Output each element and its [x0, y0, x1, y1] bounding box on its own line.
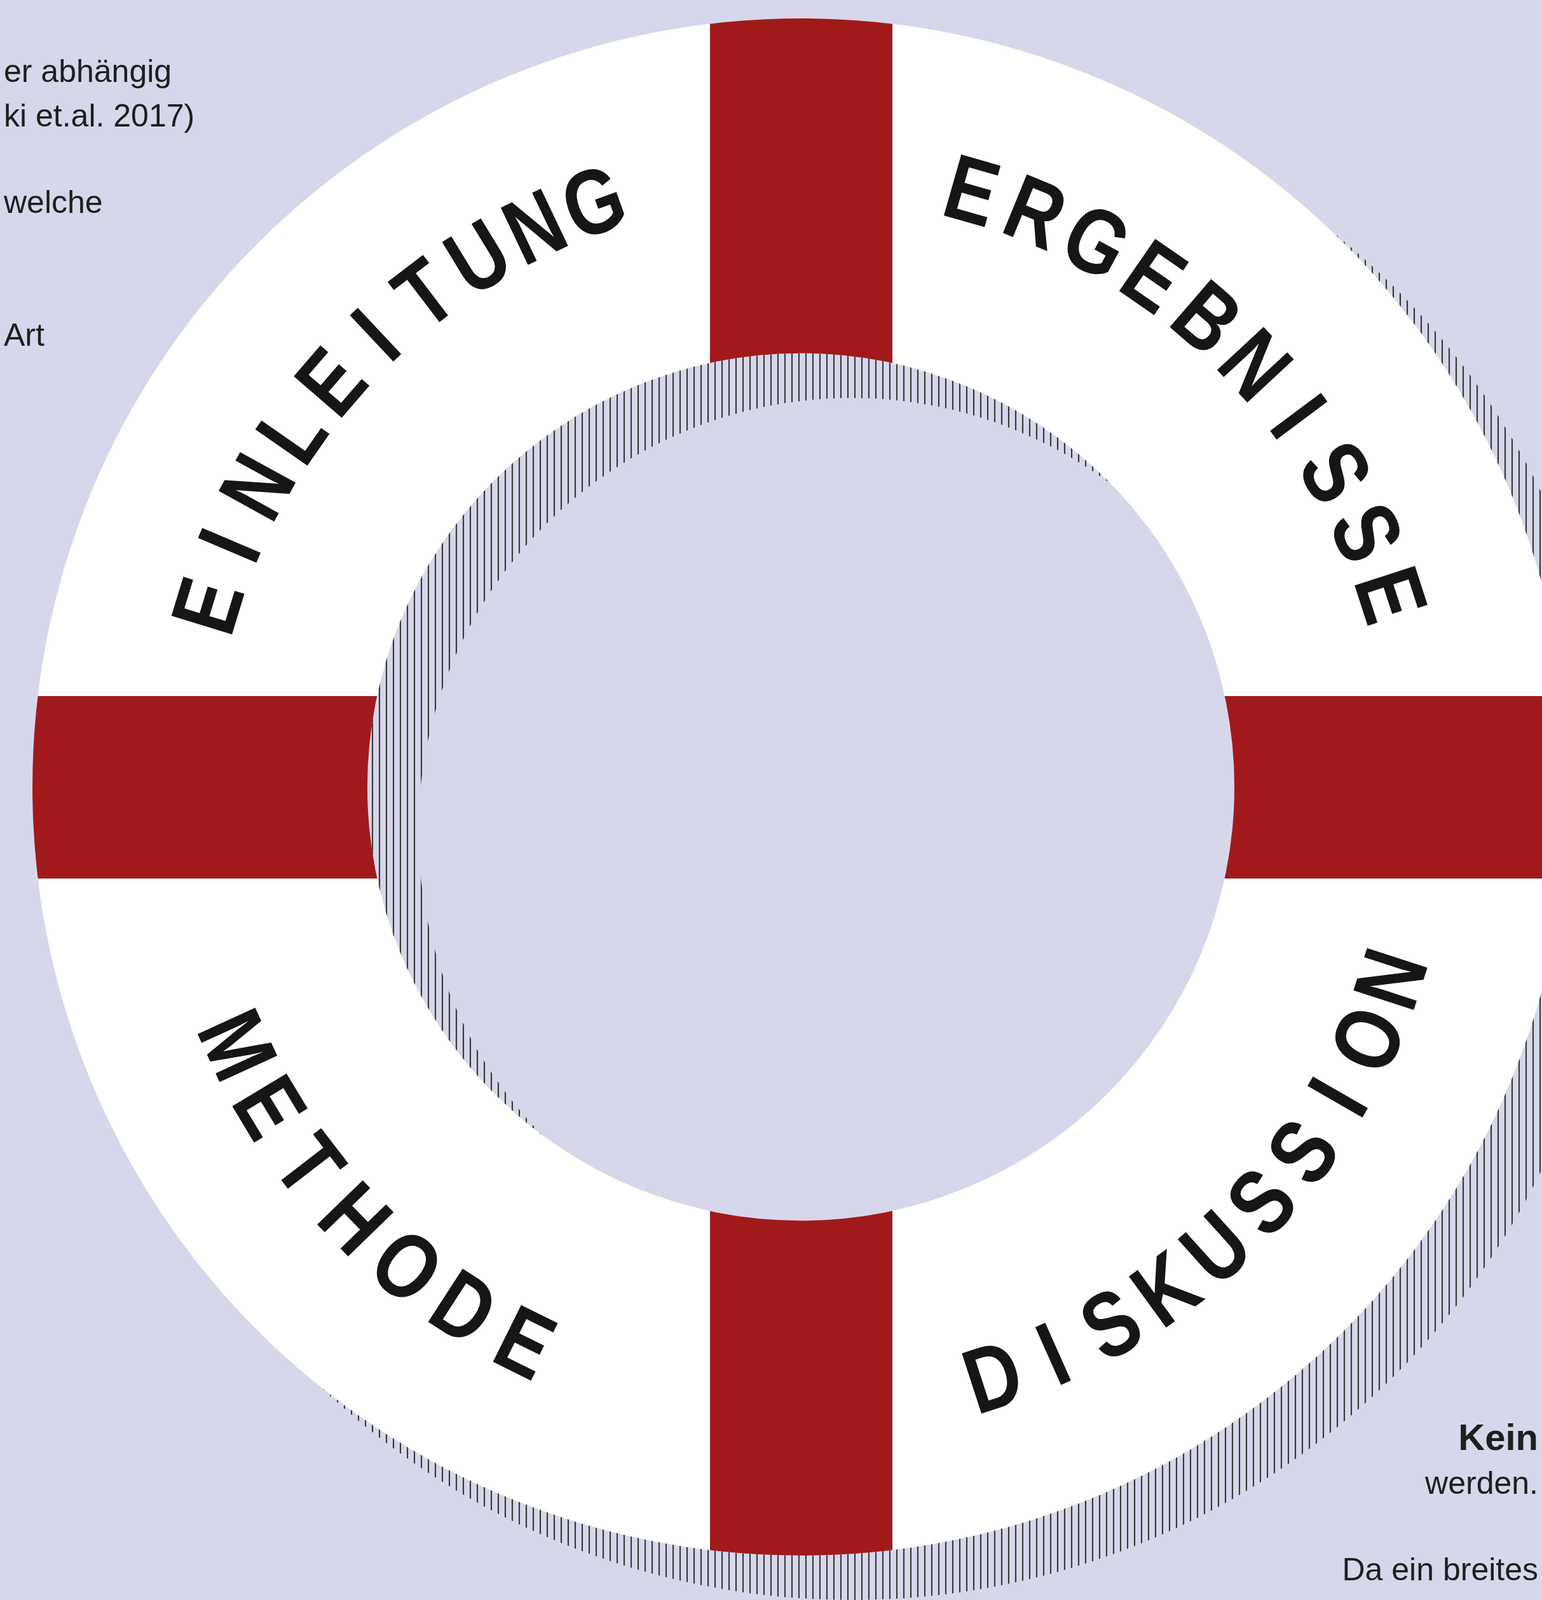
- ring-letter: I: [1292, 1064, 1384, 1129]
- ring-letter: E: [1339, 556, 1443, 634]
- cut-off-text: er abhängig: [3, 52, 172, 91]
- ring-letter: I: [1024, 1307, 1082, 1401]
- ring-band: [0, 695, 1542, 879]
- ring-band: [709, 0, 893, 1600]
- cut-off-text: Kein: [1458, 1414, 1539, 1460]
- cut-off-text: Da ein breites: [1342, 1550, 1539, 1589]
- ring-letter: I: [183, 517, 276, 573]
- cut-off-text: werden.: [1425, 1463, 1539, 1502]
- ring-section-title: ERGEBNISSE: [911, 130, 1452, 656]
- ring-letter: I: [1255, 380, 1342, 453]
- cut-off-text: ki et.al. 2017): [3, 96, 195, 135]
- cut-off-text: welche: [3, 183, 103, 222]
- ring-letter: E: [156, 568, 260, 644]
- cut-off-text: Art: [3, 315, 45, 355]
- ring-section-title: DISKUSSION: [932, 918, 1452, 1438]
- ring-section-title: EINLEITUNG: [147, 141, 655, 667]
- ring-letter: D: [952, 1324, 1033, 1429]
- ring-section-title: METHODE: [176, 984, 586, 1403]
- ring-letter: E: [934, 139, 1009, 242]
